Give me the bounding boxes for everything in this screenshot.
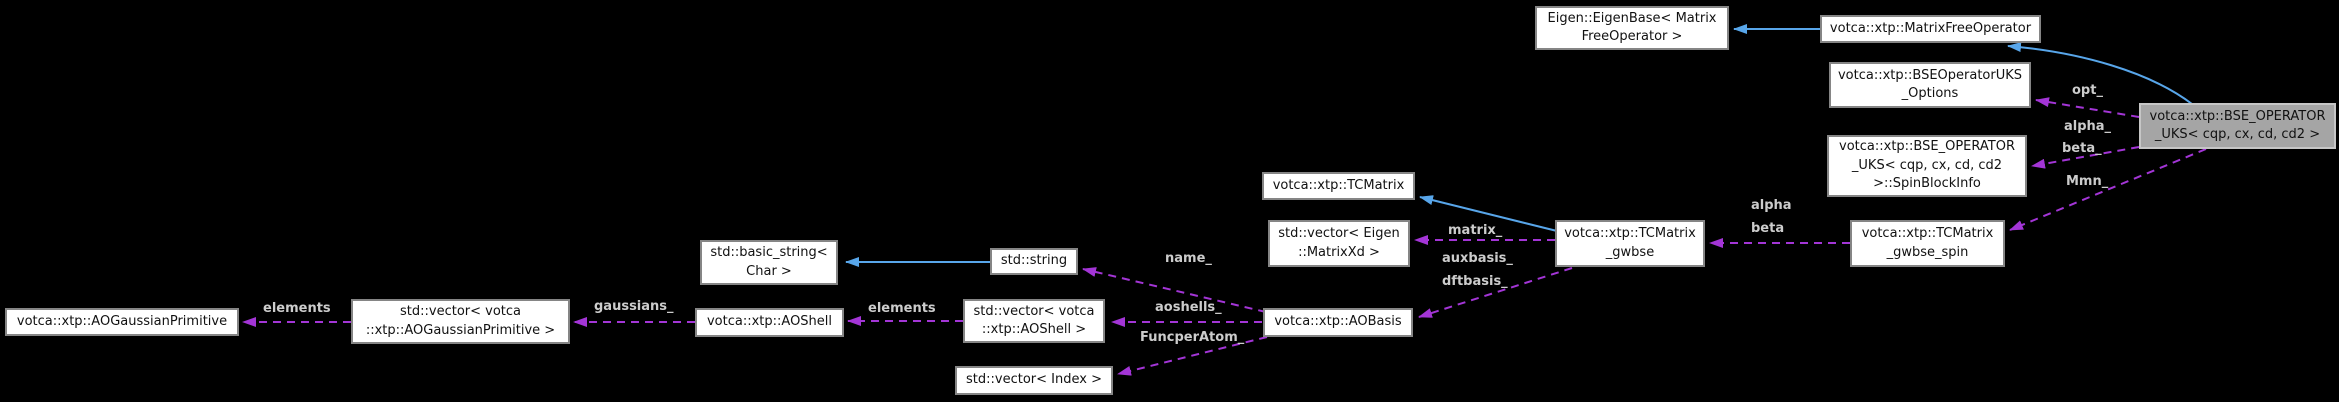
edge-label-gaussians: gaussians_: [594, 299, 674, 314]
edge-bse-operator-uks-to-matrixfreeoperator: [2007, 42, 2193, 105]
edge-label-dftbasis: dftbasis_: [1442, 274, 1508, 289]
edge-label-name: name_: [1165, 251, 1212, 266]
node-tcmatrix[interactable]: votca::xtp::TCMatrix: [1262, 172, 1415, 200]
node-bse-operator-uks-options[interactable]: votca::xtp::BSEOperatorUKS _Options: [1829, 62, 2031, 108]
edge-label-funcperatom: FuncperAtom_: [1140, 330, 1245, 345]
edge-label-mmn: Mmn_: [2066, 174, 2109, 189]
edge-label-matrix: matrix_: [1448, 223, 1503, 238]
node-bse-operator-uks-main: votca::xtp::BSE_OPERATOR _UKS< cqp, cx, …: [2139, 103, 2336, 149]
edge-main-to-gwbse-spin: [2009, 148, 2207, 231]
node-tcmatrix-gwbse[interactable]: votca::xtp::TCMatrix _gwbse: [1555, 220, 1705, 267]
node-matrix-free-operator[interactable]: votca::xtp::MatrixFreeOperator: [1820, 15, 2041, 43]
edge-gwbse-to-aobasis: [1418, 267, 1573, 318]
edge-label-elements-shell: elements: [868, 301, 936, 316]
node-std-basic-string[interactable]: std::basic_string< Char >: [700, 240, 838, 285]
edge-label-opt: opt_: [2072, 83, 2103, 98]
node-vector-aogaussianprimitive[interactable]: std::vector< votca ::xtp::AOGaussianPrim…: [351, 299, 570, 344]
node-spin-block-info[interactable]: votca::xtp::BSE_OPERATOR _UKS< cqp, cx, …: [1827, 135, 2027, 197]
edge-label-beta: beta: [1751, 221, 1785, 236]
node-vector-index[interactable]: std::vector< Index >: [955, 366, 1113, 395]
edge-main-to-options: [2035, 97, 2140, 118]
node-aogaussianprimitive[interactable]: votca::xtp::AOGaussianPrimitive: [5, 308, 239, 336]
edge-label-aoshells: aoshells_: [1155, 300, 1222, 315]
node-eigen-eigenbase[interactable]: Eigen::EigenBase< Matrix FreeOperator >: [1535, 6, 1729, 50]
edge-label-alpha-u: alpha_: [2064, 119, 2112, 134]
edge-aobasis-to-string: [1082, 267, 1267, 313]
node-tcmatrix-gwbse-spin[interactable]: votca::xtp::TCMatrix _gwbse_spin: [1850, 220, 2005, 267]
node-std-string[interactable]: std::string: [990, 248, 1078, 275]
node-aobasis[interactable]: votca::xtp::AOBasis: [1263, 308, 1413, 337]
node-vector-eigen-matrixxd[interactable]: std::vector< Eigen ::MatrixXd >: [1268, 220, 1410, 267]
edge-label-alpha: alpha: [1751, 198, 1792, 213]
edge-label-beta-u: beta_: [2062, 141, 2102, 156]
edge-aobasis-to-vector-index: [1117, 336, 1268, 376]
edge-tcmatrix-gwbse-to-tcmatrix: [1419, 195, 1558, 232]
node-vector-aoshell[interactable]: std::vector< votca ::xtp::AOShell >: [963, 299, 1105, 343]
edge-label-elements-gauss: elements: [263, 301, 331, 316]
edge-label-auxbasis: auxbasis_: [1442, 251, 1513, 266]
edge-main-to-spinblockinfo: [2031, 146, 2140, 169]
node-aoshell[interactable]: votca::xtp::AOShell: [695, 308, 844, 337]
